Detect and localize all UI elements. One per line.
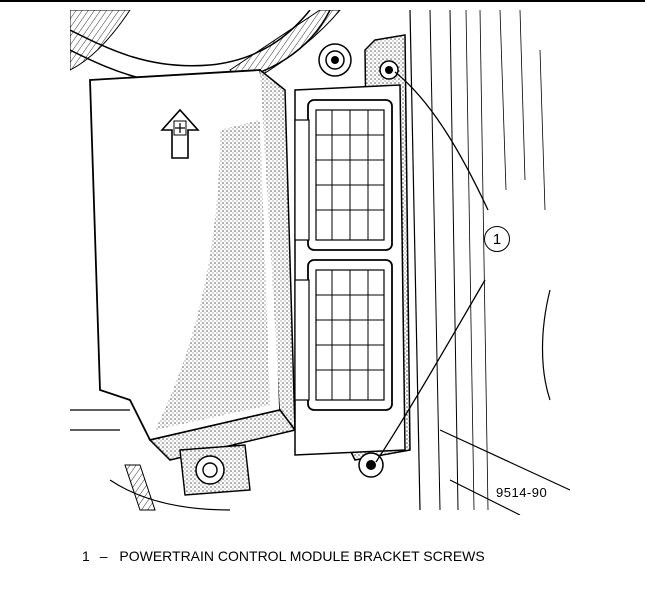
lower-harness xyxy=(70,409,231,511)
legend: 1 – POWERTRAIN CONTROL MODULE BRACKET SC… xyxy=(82,548,485,564)
callout-1-label: 1 xyxy=(492,230,502,248)
legend-item-text: POWERTRAIN CONTROL MODULE BRACKET SCREWS xyxy=(119,548,485,564)
vehicle-structure-right xyxy=(409,10,570,515)
pcm-illustration xyxy=(70,10,570,515)
mounting-bolt-lower xyxy=(179,444,251,496)
bracket-screw-upper xyxy=(379,60,399,80)
connector-lower xyxy=(294,259,393,411)
bracket-screw-lower xyxy=(358,452,384,478)
callout-1: 1 xyxy=(484,226,510,252)
mounting-bolt-top-left xyxy=(318,43,352,77)
arrow-symbol xyxy=(160,108,200,159)
legend-item-separator: – xyxy=(99,548,108,564)
pcm-line-drawing xyxy=(70,10,570,515)
connector-upper xyxy=(294,99,393,251)
top-rule xyxy=(0,0,645,2)
wiring-harness xyxy=(70,10,341,86)
callout-leaders xyxy=(375,71,489,463)
pcm-housing xyxy=(89,69,297,461)
legend-item-number: 1 xyxy=(82,548,90,564)
figure-number: 9514-90 xyxy=(494,485,550,500)
